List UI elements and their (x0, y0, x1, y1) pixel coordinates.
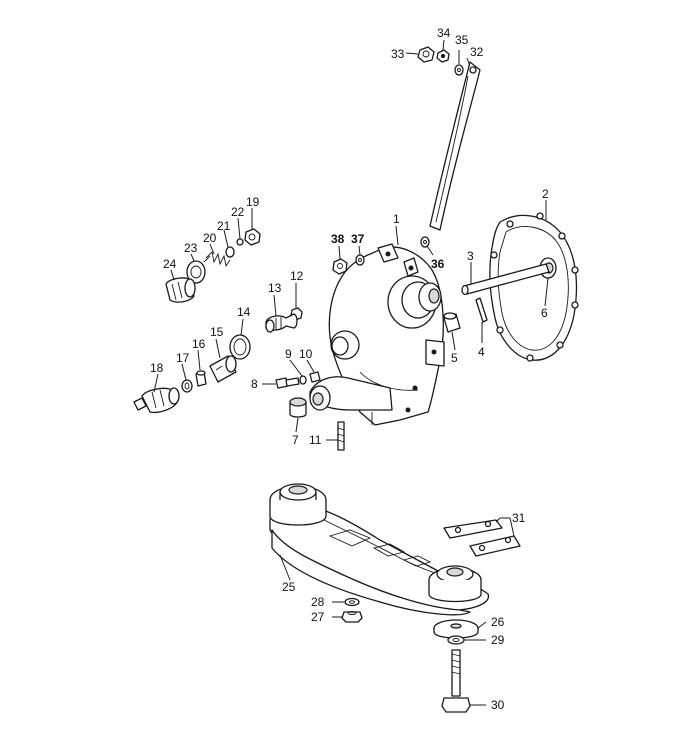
part-35-washer (454, 64, 464, 76)
part-9-washer (299, 375, 307, 385)
callout-16: 16 (192, 337, 206, 351)
callout-21: 21 (217, 219, 231, 233)
callout-30: 30 (491, 698, 505, 712)
callout-1: 1 (393, 212, 400, 226)
callout-31: 31 (512, 511, 526, 525)
part-19-cap (244, 228, 261, 246)
part-3-shaft (461, 263, 550, 296)
callout-18: 18 (150, 361, 164, 375)
part-38-nut (332, 258, 348, 275)
part-18-sender (133, 387, 180, 414)
callout-36: 36 (431, 257, 445, 271)
part-2-gasket (489, 212, 579, 362)
part-36-washer (420, 236, 430, 248)
callout-32: 32 (470, 45, 484, 59)
callout-10: 10 (299, 347, 313, 361)
callout-33: 33 (391, 47, 405, 61)
part-14-oring (229, 334, 251, 360)
callout-6: 6 (541, 306, 548, 320)
part-29-washer (447, 635, 465, 645)
part-21-ring (225, 246, 235, 258)
callout-23: 23 (184, 241, 198, 255)
callout-2: 2 (542, 187, 549, 201)
part-33-nut (417, 46, 435, 63)
callout-9: 9 (285, 347, 292, 361)
part-10-bush (309, 371, 321, 383)
leader-lines (153, 39, 549, 706)
callout-25: 25 (282, 580, 296, 594)
callout-14: 14 (237, 305, 251, 319)
callout-24: 24 (163, 257, 177, 271)
part-25-bracket (269, 483, 490, 616)
callout-12: 12 (290, 269, 304, 283)
part-32-strap (429, 61, 481, 231)
part-8-bolt (275, 377, 300, 389)
callout-27: 27 (311, 610, 325, 624)
callout-20: 20 (203, 231, 217, 245)
part-4-pin (475, 297, 488, 323)
callout-29: 29 (491, 633, 505, 647)
part-1-housing (309, 243, 445, 426)
callout-3: 3 (467, 249, 474, 263)
callout-7: 7 (292, 433, 299, 447)
callout-11: 11 (309, 433, 322, 447)
callout-38: 38 (331, 232, 345, 246)
callout-35: 35 (455, 33, 469, 47)
callout-4: 4 (478, 345, 485, 359)
part-15-valve-body (209, 355, 237, 383)
part-30-bolt (441, 649, 471, 713)
part-27-nut (341, 611, 363, 623)
part-23-nut (186, 260, 206, 284)
part-26-pad (433, 619, 479, 639)
callout-28: 28 (311, 595, 325, 609)
callout-22: 22 (231, 205, 245, 219)
callout-34: 34 (437, 26, 451, 40)
callout-37: 37 (351, 232, 365, 246)
part-13-fitting (265, 313, 298, 333)
part-22-ball (236, 238, 244, 246)
part-17-washer (181, 379, 193, 393)
callout-17: 17 (176, 351, 190, 365)
callout-5: 5 (451, 351, 458, 365)
part-28-washer (344, 597, 360, 607)
part-31-plates (443, 519, 521, 557)
part-20-spring (203, 251, 231, 268)
part-7-bush (289, 397, 307, 418)
part-16-sleeve (195, 370, 207, 387)
callout-labels: 1 2 3 4 5 6 7 8 9 10 11 12 13 14 15 16 1… (150, 26, 549, 712)
callout-8: 8 (251, 377, 258, 391)
callout-19: 19 (246, 195, 260, 209)
part-37-washer (355, 254, 365, 266)
callout-15: 15 (210, 325, 224, 339)
part-34-washer (436, 49, 450, 63)
callout-13: 13 (268, 281, 282, 295)
callout-26: 26 (491, 615, 505, 629)
part-24-plug (165, 277, 196, 303)
part-11-stud (337, 421, 345, 451)
part-5-bush (443, 312, 461, 333)
